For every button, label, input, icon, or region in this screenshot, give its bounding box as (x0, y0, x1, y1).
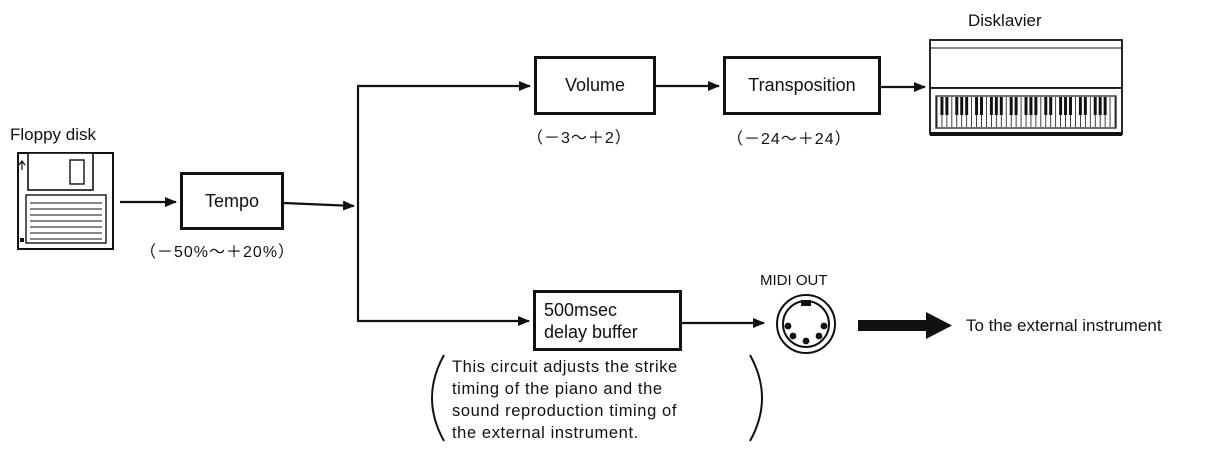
floppy-disk-icon (18, 153, 113, 249)
tempo-range: （－50%～＋20%） (140, 238, 295, 262)
note-line-1: This circuit adjusts the strike (452, 356, 678, 378)
black-key (975, 97, 978, 115)
black-key (1094, 97, 1097, 115)
delay-buffer-line1: 500msec (544, 299, 617, 321)
black-key (965, 97, 968, 115)
black-key (1010, 97, 1013, 115)
midi-out-label: MIDI OUT (760, 272, 828, 289)
black-key (995, 97, 998, 115)
midi-connector-icon (777, 295, 835, 353)
black-key (960, 97, 963, 115)
black-key (1069, 97, 1072, 115)
black-key (980, 97, 983, 115)
black-key (1079, 97, 1082, 115)
external-instrument-label: To the external instrument (966, 316, 1162, 336)
delay-buffer-line2: delay buffer (544, 321, 638, 343)
thick-arrow-to-external (858, 312, 952, 339)
tempo-label: Tempo (205, 191, 259, 212)
black-key (1029, 97, 1032, 115)
disklavier-piano-icon (930, 40, 1122, 136)
note-line-2: timing of the piano and the (452, 378, 678, 400)
black-key (955, 97, 958, 115)
note-line-3: sound reproduction timing of (452, 400, 678, 422)
black-key (990, 97, 993, 115)
black-key (1104, 97, 1107, 115)
black-key (1044, 97, 1047, 115)
volume-label: Volume (565, 75, 625, 96)
black-key (1034, 97, 1037, 115)
delay-note: This circuit adjusts the strike timing o… (452, 356, 678, 444)
black-key (1000, 97, 1003, 115)
note-open-paren (432, 355, 444, 441)
transposition-box: Transposition (723, 56, 881, 115)
volume-range: （－3～＋2） (527, 124, 632, 148)
tempo-box: Tempo (180, 172, 284, 230)
delay-buffer-box: 500msec delay buffer (533, 290, 682, 351)
transposition-range: （－24～＋24） (727, 125, 852, 149)
black-key (945, 97, 948, 115)
volume-box: Volume (534, 56, 656, 115)
black-key (940, 97, 943, 115)
black-key (1015, 97, 1018, 115)
black-key (1084, 97, 1087, 115)
note-close-paren (750, 355, 762, 441)
black-key (1049, 97, 1052, 115)
note-line-4: the external instrument. (452, 422, 678, 444)
black-key (1025, 97, 1028, 115)
arrow-tempo-to-junction (284, 203, 354, 206)
black-key (1059, 97, 1062, 115)
black-key (1099, 97, 1102, 115)
black-key (1064, 97, 1067, 115)
floppy-disk-label: Floppy disk (10, 125, 96, 145)
disklavier-label: Disklavier (968, 11, 1042, 31)
transposition-label: Transposition (748, 75, 855, 96)
